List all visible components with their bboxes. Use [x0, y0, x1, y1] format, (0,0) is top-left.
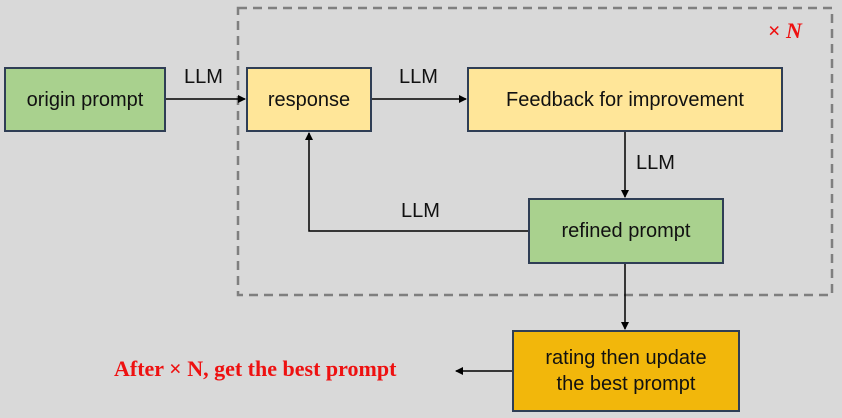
repeat-n-label: × N — [768, 18, 802, 44]
origin-prompt-label: origin prompt — [26, 88, 144, 111]
edge-label-feedback-to-refined: LLM — [636, 152, 675, 174]
feedback-node: Feedback for improvement — [467, 67, 783, 132]
arrow-refined-to-response — [305, 132, 528, 232]
feedback-label: Feedback for improvement — [506, 88, 744, 111]
response-node: response — [246, 67, 372, 132]
edge-label-origin-to-response: LLM — [184, 66, 223, 88]
iteration-loop-border — [236, 6, 834, 297]
edge-label-response-to-feedback: LLM — [399, 66, 438, 88]
edge-label-refined-to-response: LLM — [401, 200, 440, 222]
rating-label-line-2: the best prompt — [556, 373, 696, 395]
times-symbol: × — [768, 18, 781, 43]
rating-node: rating then update the best prompt — [512, 330, 740, 412]
origin-prompt-node: origin prompt — [4, 67, 166, 132]
rating-label-line-1: rating then update — [545, 347, 707, 369]
n-variable: N — [786, 18, 802, 43]
refined-prompt-label: refined prompt — [561, 220, 691, 242]
response-label: response — [267, 88, 351, 111]
refined-prompt-node: refined prompt — [528, 198, 724, 264]
result-text: After × N, get the best prompt — [114, 356, 397, 381]
